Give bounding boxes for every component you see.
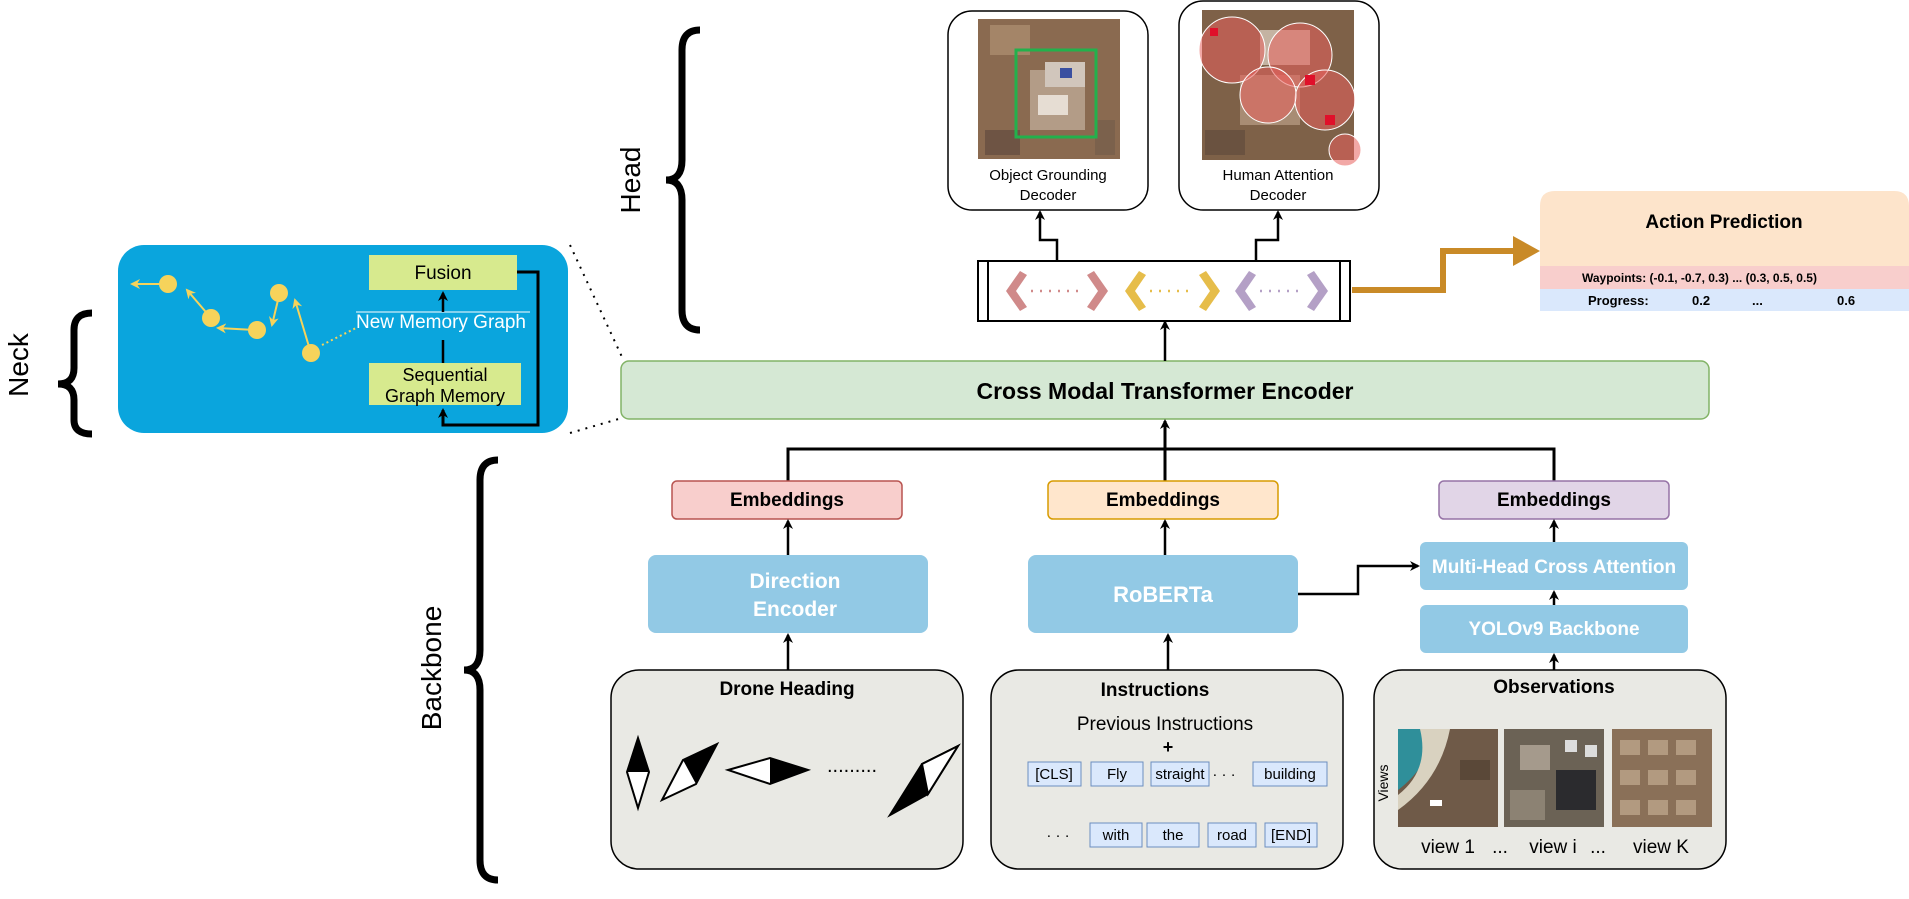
memory-graph xyxy=(130,275,357,362)
view-k-label: view K xyxy=(1633,837,1689,858)
compass-north-icon xyxy=(625,734,651,812)
yolo-backbone-label: YOLOv9 Backbone xyxy=(1468,619,1639,640)
object-grounding-label-2: Decoder xyxy=(1020,187,1077,204)
progress-ellipsis: ... xyxy=(1752,293,1763,308)
head-brace xyxy=(665,26,701,334)
instructions-title: Instructions xyxy=(1101,680,1210,701)
token-with-label: with xyxy=(1102,827,1130,844)
token-end xyxy=(1264,822,1318,848)
backbone-brace xyxy=(463,456,499,884)
compass-east-icon xyxy=(724,756,812,786)
view-i-label: view i xyxy=(1529,837,1577,858)
roberta-block xyxy=(1028,555,1298,633)
view-image-1 xyxy=(1398,729,1498,827)
view-image-k xyxy=(1612,729,1712,827)
compass-northeast-icon xyxy=(887,743,961,818)
token-row-1: [CLS] Fly straight · · · building xyxy=(1027,761,1328,787)
token-group-yellow xyxy=(1125,271,1220,311)
drone-heading-title: Drone Heading xyxy=(719,679,854,700)
view-1-label: view 1 xyxy=(1421,837,1475,858)
arrow-to-action xyxy=(1352,248,1515,293)
direction-encoder-block xyxy=(648,555,928,633)
arrow-roberta-to-attention xyxy=(1298,561,1420,596)
token-with xyxy=(1089,822,1143,848)
direction-encoder-label-2: Encoder xyxy=(753,598,837,621)
sequential-label-1: Sequential xyxy=(402,365,487,385)
human-attention-label-2: Decoder xyxy=(1250,187,1307,204)
arrow-to-attention xyxy=(1254,210,1283,261)
drone-heading-dots: ......... xyxy=(827,755,877,777)
output-token-sequence xyxy=(977,260,1351,322)
observations-title: Observations xyxy=(1493,677,1614,698)
action-prediction-panel xyxy=(1540,191,1909,311)
sequential-label-2: Graph Memory xyxy=(385,386,505,406)
token-row2-dots: · · · xyxy=(1046,827,1069,844)
token-cls xyxy=(1027,761,1082,787)
encoder-label: Cross Modal Transformer Encoder xyxy=(976,378,1353,404)
token-fly xyxy=(1090,761,1144,787)
token-building xyxy=(1252,761,1328,787)
arrow-to-grounding xyxy=(1035,210,1059,261)
action-prediction-title: Action Prediction xyxy=(1645,212,1802,233)
multi-head-attention-block xyxy=(1420,542,1688,590)
token-row1-dots: · · · xyxy=(1212,766,1235,783)
token-group-purple xyxy=(1235,271,1328,311)
token-end-label: [END] xyxy=(1271,827,1311,844)
aerial-image-grounding xyxy=(978,19,1120,159)
progress-first: 0.2 xyxy=(1692,293,1710,308)
compass-icons xyxy=(625,734,961,818)
yolo-backbone-block xyxy=(1420,605,1688,653)
direction-encoder-label-1: Direction xyxy=(749,570,840,593)
previous-instructions-label: Previous Instructions xyxy=(1077,714,1253,735)
multi-head-attention-label: Multi-Head Cross Attention xyxy=(1432,557,1676,578)
neck-label: Neck xyxy=(3,332,34,397)
view-ellipsis-1: ... xyxy=(1492,837,1508,858)
roberta-label: RoBERTa xyxy=(1113,582,1214,607)
views-label: Views xyxy=(1375,764,1391,801)
backbone-label: Backbone xyxy=(416,606,447,731)
token-row-2: · · · with the road [END] xyxy=(1046,822,1318,848)
token-straight xyxy=(1150,761,1210,787)
view-ellipsis-2: ... xyxy=(1590,837,1606,858)
embeddings-direction-label: Embeddings xyxy=(730,490,844,511)
fusion-label: Fusion xyxy=(414,263,471,284)
token-the-label: the xyxy=(1163,827,1184,844)
token-building-label: building xyxy=(1264,766,1316,783)
progress-label: Progress: xyxy=(1588,293,1649,308)
fusion-block xyxy=(369,255,517,290)
embeddings-vision-label: Embeddings xyxy=(1497,490,1611,511)
token-group-red xyxy=(1006,271,1108,311)
waypoints-row: Waypoints: (-0.1, -0.7, 0.3) ... (0.3, 0… xyxy=(1582,271,1817,285)
token-the xyxy=(1146,822,1200,848)
aerial-image-attention xyxy=(1198,10,1362,167)
embeddings-text-label: Embeddings xyxy=(1106,490,1220,511)
token-straight-label: straight xyxy=(1155,766,1205,783)
compass-northeast-icon xyxy=(659,741,720,803)
new-memory-graph-label: New Memory Graph xyxy=(356,312,526,333)
view-image-i xyxy=(1504,729,1604,827)
token-road-label: road xyxy=(1217,827,1247,844)
neck-loop-arrow xyxy=(438,270,540,427)
neck-brace xyxy=(57,309,93,438)
token-fly-label: Fly xyxy=(1107,766,1127,783)
token-cls-label: [CLS] xyxy=(1035,766,1073,783)
sequential-graph-memory-block xyxy=(369,363,521,405)
object-grounding-label-1: Object Grounding xyxy=(989,167,1107,184)
head-label: Head xyxy=(615,147,646,214)
plus-sign: + xyxy=(1163,737,1174,757)
progress-last: 0.6 xyxy=(1837,293,1855,308)
human-attention-label-1: Human Attention xyxy=(1223,167,1334,184)
token-road xyxy=(1207,822,1257,848)
